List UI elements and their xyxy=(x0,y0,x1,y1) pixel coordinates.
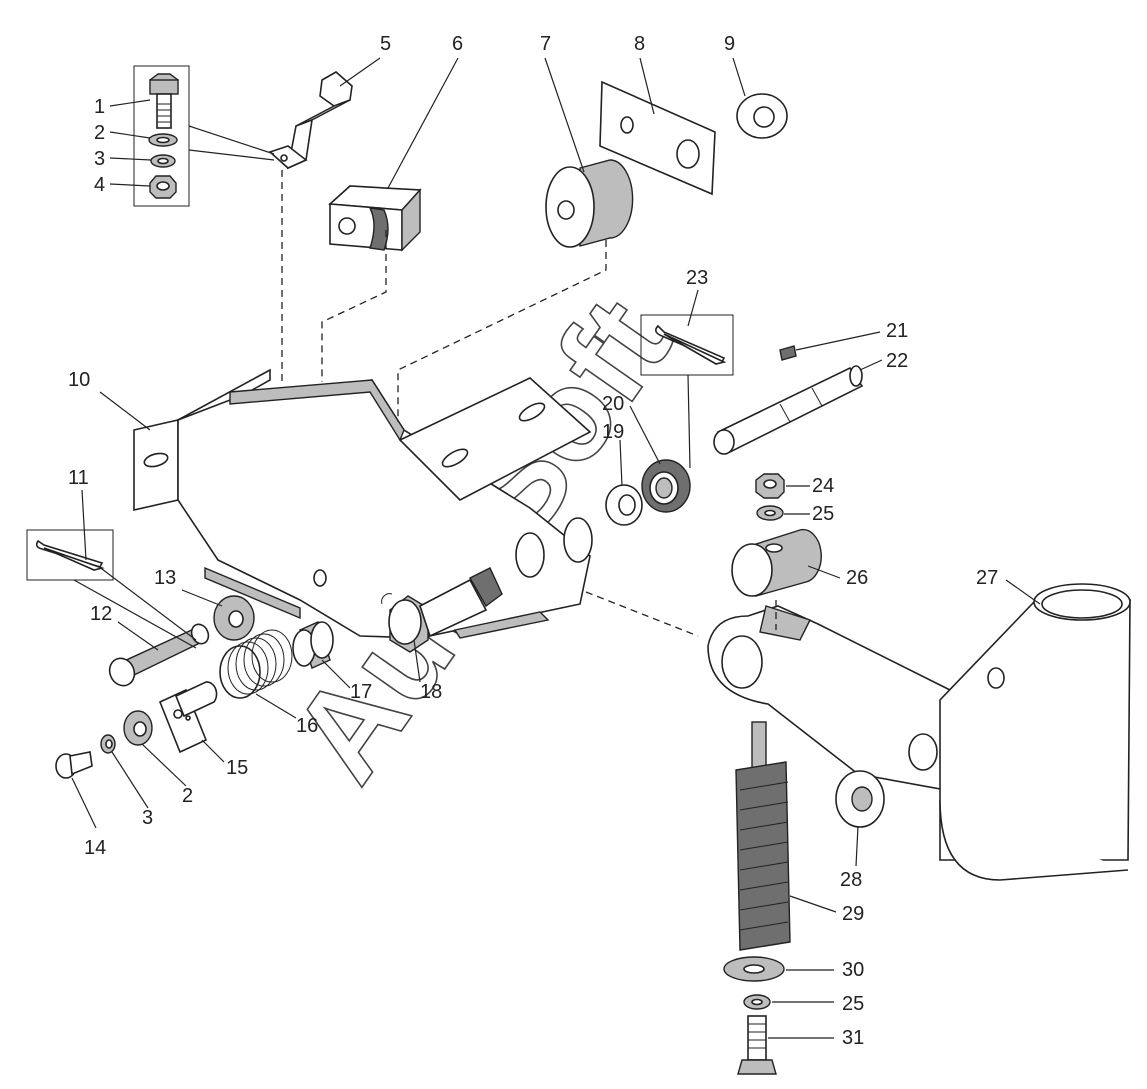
callout-8: 8 xyxy=(634,33,645,55)
part-27-lever xyxy=(707,583,1131,881)
part-2-washer-lower xyxy=(123,710,153,746)
part-21-key xyxy=(779,345,797,361)
part-22-shaft xyxy=(713,365,864,455)
callout-27: 27 xyxy=(976,567,998,589)
part-3-lock-washer-lower xyxy=(100,734,116,754)
callout-20: 20 xyxy=(602,393,624,415)
part-29-stud xyxy=(735,721,791,951)
callout-15: 15 xyxy=(226,757,248,779)
callout-11: 11 xyxy=(68,467,89,489)
part-28-washer xyxy=(835,770,885,828)
callout-5: 5 xyxy=(380,33,391,55)
callout-leaders xyxy=(71,57,1041,1039)
part-16-spring xyxy=(219,629,293,699)
callout-25: 25 xyxy=(812,503,834,525)
part-7-cylinder xyxy=(545,159,634,248)
part-26-clamp xyxy=(731,528,822,597)
callout-1: 1 xyxy=(94,96,105,118)
part-11-cotter-pin xyxy=(26,529,114,581)
callout-17: 17 xyxy=(350,681,372,703)
callout-13: 13 xyxy=(154,567,176,589)
part-31-bolt xyxy=(737,1015,777,1075)
callout-29: 29 xyxy=(842,903,864,925)
part-5-bracket xyxy=(268,71,353,170)
callout-4: 4 xyxy=(94,174,105,196)
callout-9: 9 xyxy=(724,33,735,55)
callout-26: 26 xyxy=(846,567,868,589)
callout-2-lower: 2 xyxy=(182,785,193,807)
callout-25-lower: 25 xyxy=(842,993,864,1015)
part-18-bolt xyxy=(381,567,503,653)
part-9-washer xyxy=(736,93,788,139)
callout-19: 19 xyxy=(602,421,624,443)
part-15-bracket xyxy=(158,681,218,754)
part-19-washer xyxy=(605,484,643,526)
part-17-bushing xyxy=(292,621,334,669)
assembly-lines xyxy=(73,125,777,649)
part-6-block xyxy=(328,185,422,252)
callout-24: 24 xyxy=(812,475,834,497)
callout-labels: 1 2 3 4 5 6 7 8 9 10 11 12 13 14 15 16 1… xyxy=(68,33,998,1049)
group-box xyxy=(640,314,734,376)
bolt-head-side xyxy=(149,79,179,95)
callout-7: 7 xyxy=(540,33,551,55)
part-30-washer xyxy=(723,956,785,982)
callout-18: 18 xyxy=(420,681,442,703)
callout-3: 3 xyxy=(94,148,105,170)
callout-6: 6 xyxy=(452,33,463,55)
callout-10: 10 xyxy=(68,369,90,391)
callout-22: 22 xyxy=(886,350,908,372)
callout-21: 21 xyxy=(886,320,908,342)
callout-16: 16 xyxy=(296,715,318,737)
part-14-screw xyxy=(55,751,93,779)
part-12-pin xyxy=(108,623,210,687)
stud-top xyxy=(751,721,767,771)
bolt-shank xyxy=(156,93,172,129)
callout-14: 14 xyxy=(84,837,106,859)
part-25-lock-washer-lower xyxy=(743,994,771,1010)
callout-30: 30 xyxy=(842,959,864,981)
callout-2: 2 xyxy=(94,122,105,144)
part-24-nut xyxy=(755,473,785,499)
callout-3-lower: 3 xyxy=(142,807,153,829)
callout-31: 31 xyxy=(842,1027,864,1049)
part-group-1-4 xyxy=(133,65,190,207)
part-25-lock-washer xyxy=(756,505,784,521)
callout-12: 12 xyxy=(90,603,112,625)
callout-28: 28 xyxy=(840,869,862,891)
callout-23: 23 xyxy=(686,267,708,289)
group-box xyxy=(26,529,114,581)
part-23-cotter-pin xyxy=(640,314,734,376)
part-20-castle-nut xyxy=(641,459,691,513)
part-13-washer xyxy=(213,595,255,641)
part-8-plate xyxy=(599,80,716,196)
